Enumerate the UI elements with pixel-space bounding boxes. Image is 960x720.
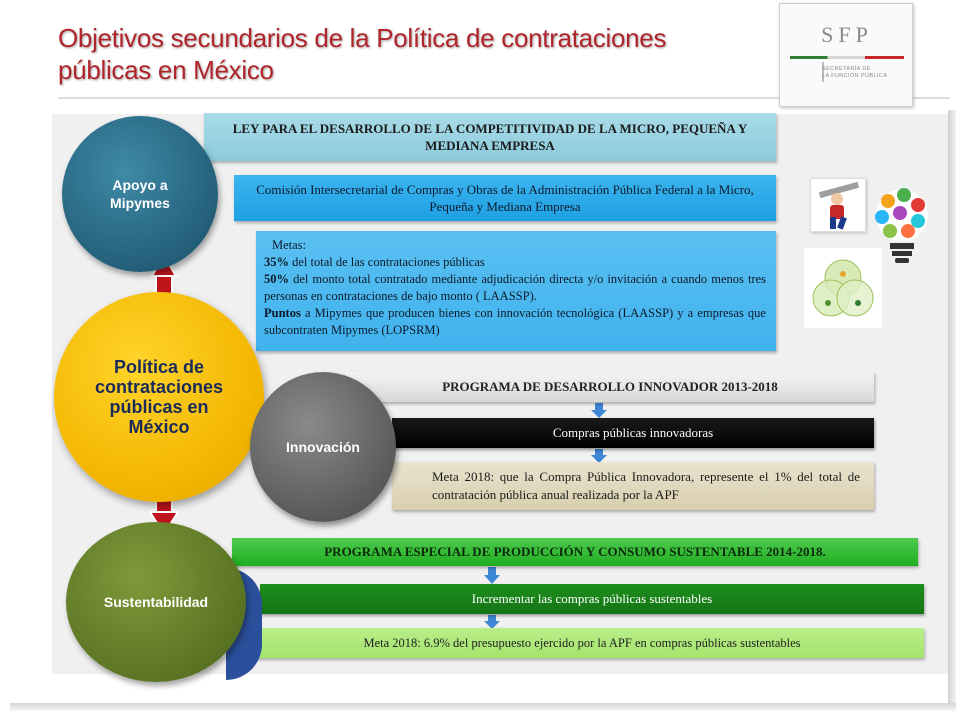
meta-item: 50% del monto total contratado mediante …	[264, 271, 766, 305]
circle-innovacion: Innovación	[250, 372, 396, 522]
meta-sustentable-box: Meta 2018: 6.9% del presupuesto ejercido…	[240, 628, 924, 658]
meta-innovacion-box: Meta 2018: que la Compra Pública Innovad…	[392, 462, 874, 510]
circle-label: Sustentabilidad	[103, 594, 209, 610]
meta-bold: Puntos	[264, 306, 301, 320]
worker-icon	[818, 181, 860, 230]
circle-sustentabilidad: Sustentabilidad	[66, 522, 246, 682]
slide-title: Objetivos secundarios de la Política de …	[58, 22, 758, 86]
compras-innovadoras-box: Compras públicas innovadoras	[392, 418, 874, 448]
meta-bold: 35%	[264, 255, 289, 269]
logo-color-bar	[790, 56, 904, 59]
chevron-down-icon	[484, 615, 500, 629]
circle-label: Política de contrataciones públicas en M…	[94, 357, 224, 437]
logo-subtitle-line-2: LA FUNCIÓN PÚBLICA	[822, 73, 888, 79]
meta-text: a Mipymes que producen bienes con innova…	[264, 306, 766, 337]
logo-subtitle-line-1: SECRETARÍA DE	[822, 66, 871, 72]
slide-shadow-bottom	[10, 703, 956, 711]
meta-text: del total de las contrataciones públicas	[289, 255, 485, 269]
circle-label: Apoyo a Mipymes	[110, 177, 170, 211]
chevron-down-icon	[591, 449, 607, 463]
incrementar-compras-box: Incrementar las compras públicas sustent…	[260, 584, 924, 614]
programa-sustentable-box: PROGRAMA ESPECIAL DE PRODUCCIÓN Y CONSUM…	[232, 538, 918, 566]
circle-label: Innovación	[286, 439, 360, 455]
meta-bold: 50%	[264, 272, 289, 286]
meta-item: Puntos a Mipymes que producen bienes con…	[264, 305, 766, 339]
title-divider	[58, 97, 950, 99]
logo-acronym: SFP	[821, 22, 873, 47]
comision-box: Comisión Intersecretarial de Compras y O…	[234, 175, 776, 221]
logo-subtitle: SECRETARÍA DE LA FUNCIÓN PÚBLICA	[822, 66, 912, 80]
worker-illustration	[810, 178, 866, 232]
title-line-1: Objetivos secundarios de la Política de …	[58, 23, 667, 53]
sustainability-venn-illustration	[804, 248, 882, 328]
meta-item: 35% del total de las contrataciones públ…	[264, 254, 766, 271]
circle-apoyo-mipymes: Apoyo a Mipymes	[62, 116, 218, 272]
metas-box: Metas: 35% del total de las contratacion…	[256, 231, 776, 351]
circle-politica: Política de contrataciones públicas en M…	[54, 292, 264, 502]
ley-mipymes-box: LEY PARA EL DESARROLLO DE LA COMPETITIVI…	[204, 113, 776, 161]
lightbulb-illustration	[868, 185, 936, 271]
venn-diagram-icon	[804, 248, 882, 328]
meta-text: del monto total contratado mediante adju…	[264, 272, 766, 303]
chevron-down-icon	[484, 567, 500, 584]
sfp-logo: SFP SECRETARÍA DE LA FUNCIÓN PÚBLICA	[779, 3, 913, 107]
programa-innovador-box: PROGRAMA DE DESARROLLO INNOVADOR 2013-20…	[346, 372, 874, 402]
lightbulb-icon	[875, 188, 928, 263]
title-line-2: públicas en México	[58, 55, 274, 85]
logo-edge	[822, 62, 824, 82]
slide-shadow-right	[948, 110, 956, 710]
metas-label: Metas:	[272, 238, 307, 252]
chevron-down-icon	[591, 403, 607, 418]
